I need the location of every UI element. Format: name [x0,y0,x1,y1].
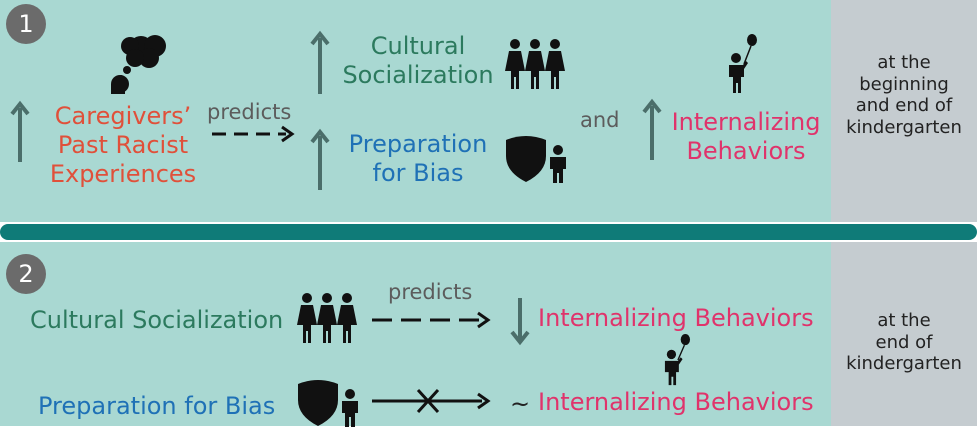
caregivers-label: Caregivers’ Past Racist Experiences [49,102,197,188]
crossed-arrow-icon [372,388,491,414]
step-badge-2: 2 [6,254,46,294]
preparation-for-bias-label-2: Preparation for Bias [38,392,276,420]
up-arrow-icon-preparation [310,128,330,190]
shield-child-icon-1 [506,136,566,183]
group-of-women-icon-1 [505,39,565,89]
predicts-label-1: predicts [207,100,292,124]
timing-text-1: at the beginning and end of kindergarten [846,52,962,138]
group-of-women-icon-2 [297,293,357,343]
panel-1 [0,0,977,222]
panel-2 [0,242,977,426]
child-with-balloon-icon-1 [729,34,757,93]
internalizing-behaviors-label-3: Internalizing Behaviors [538,388,814,416]
timing-side-panel-1 [831,0,977,222]
step-badge-1: 1 [6,4,46,44]
dashed-arrow-icon-1 [212,125,295,143]
section-divider [0,224,977,240]
down-arrow-icon [510,298,530,346]
up-arrow-icon-internalizing [642,98,662,160]
cultural-socialization-label-2: Cultural Socialization [30,306,284,334]
preparation-for-bias-label-1: Preparation for Bias [348,130,488,187]
child-with-balloon-icon-2 [664,334,690,386]
tilde-symbol: ~ [510,390,531,418]
and-label: and [580,108,620,132]
cultural-socialization-label-1: Cultural Socialization [342,32,494,89]
timing-side-panel-2 [831,242,977,426]
internalizing-behaviors-label-2: Internalizing Behaviors [538,304,814,332]
up-arrow-icon-cultural [310,30,330,94]
dashed-arrow-icon-2 [372,311,491,329]
timing-text-2: at the end of kindergarten [846,310,962,375]
thought-bubble-icon [111,35,166,94]
predicts-label-2: predicts [388,280,473,304]
up-arrow-icon-caregivers [10,100,30,162]
shield-child-icon-2 [298,380,358,427]
internalizing-behaviors-label-1: Internalizing Behaviors [671,108,821,165]
